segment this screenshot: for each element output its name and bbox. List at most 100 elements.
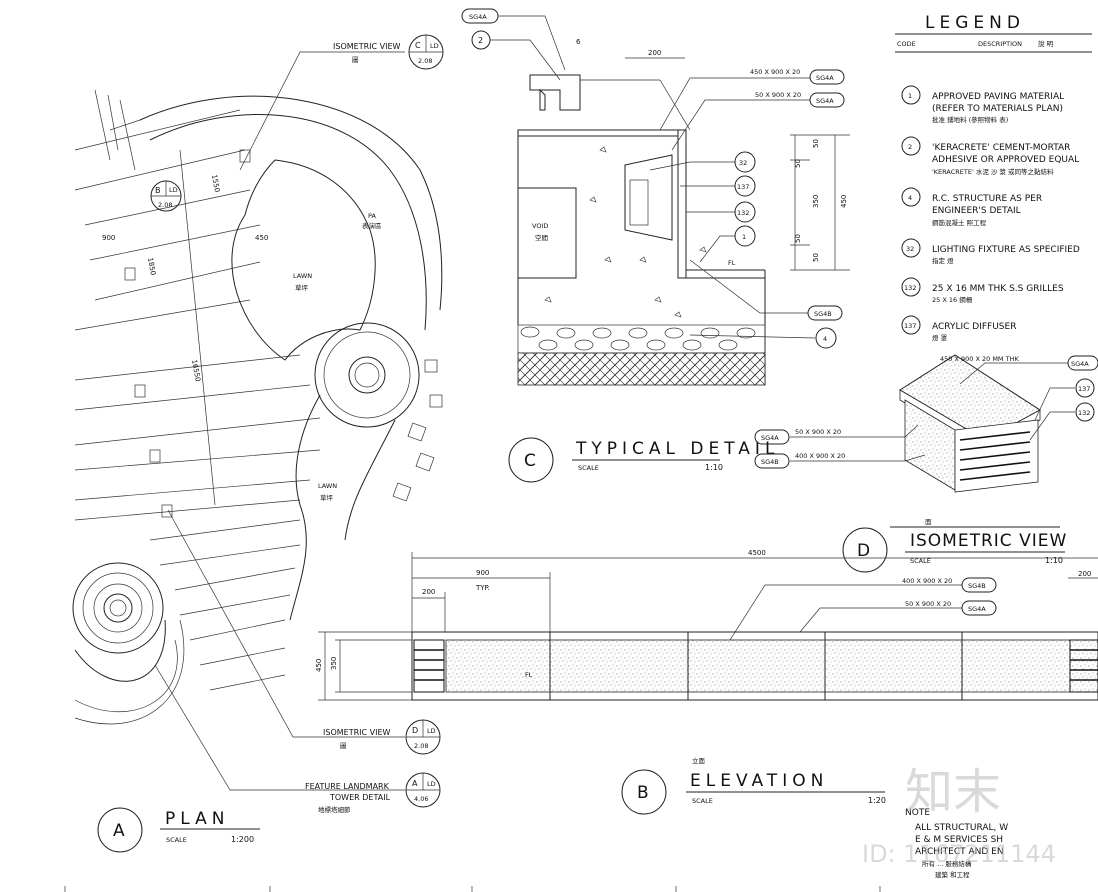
- elev-tag-sg4a[interactable]: SG4A: [961, 600, 997, 616]
- plan-landmark-callout[interactable]: FEATURE LANDMARK TOWER DETAIL 地標塔細節 A LD…: [154, 664, 441, 814]
- plan-landmark-tower: [72, 562, 185, 725]
- detail-tag-sg4b[interactable]: SG4B: [689, 259, 843, 321]
- plan-landmark-sheet: 4.06: [414, 795, 428, 803]
- iso-tag-sg4a-text: SG4A: [761, 434, 779, 442]
- plan-circle-feature: [314, 322, 420, 428]
- legend-item-132-text1: 25 X 16 MM THK S.S GRILLES: [932, 284, 1064, 294]
- plan-dim-line-16550: [179, 149, 216, 506]
- plan-paving-bands: [74, 89, 321, 691]
- plan-iso-top-id: C: [415, 41, 421, 50]
- notes-cn1: 所有 ... 服務結構: [922, 859, 972, 868]
- iso-d-marker: D: [857, 541, 875, 561]
- elev-dim-200: 200: [422, 588, 435, 596]
- sheet-bottom-ticks: [64, 886, 881, 892]
- elev-tag-sg4a-text: SG4A: [968, 605, 986, 613]
- legend-item-2-code: 2: [908, 143, 912, 151]
- legend-item-2-text2: ADHESIVE OR APPROVED EQUAL: [932, 155, 1079, 165]
- detail-tag-sg4a-1-text: SG4A: [816, 74, 834, 82]
- detail-void-label: VOID: [532, 222, 548, 230]
- plan-iso-top-cn: 圖: [352, 56, 359, 64]
- elev-right-grille: [1069, 639, 1098, 693]
- plan-title: PLAN: [165, 809, 229, 829]
- iso-tag-sg4a-top[interactable]: SG4A: [1067, 355, 1098, 371]
- iso-tag-sg4a[interactable]: SG4A: [754, 429, 790, 445]
- detail-aggregate: [544, 146, 707, 318]
- legend-item-1-code: 1: [908, 92, 912, 100]
- iso-d-title: ISOMETRIC VIEW: [910, 531, 1067, 551]
- legend-item-1-text2: (REFER TO MATERIALS PLAN): [932, 104, 1063, 114]
- elev-tag-sg4b-text: SG4B: [968, 582, 986, 590]
- detail-right-dims: [790, 134, 850, 271]
- plan-drawing: 16550 900 1850 450 1550 LAWN 草坪 PA 表演區 L…: [72, 34, 444, 853]
- iso-tag-132[interactable]: 132: [1029, 402, 1095, 441]
- legend-item-2-cn: 'KERACRETE' 水泥 沙 漿 或同等之黏結料: [932, 167, 1054, 176]
- watermark: 知末 ID: 1167211144: [862, 764, 1056, 868]
- elev-b-marker: B: [637, 783, 654, 803]
- plan-outer-arc: [149, 114, 427, 331]
- iso-tag-137[interactable]: 137: [1034, 378, 1095, 421]
- plan-lawn-cn: 草坪: [295, 283, 309, 292]
- detail-tag-4-text: 4: [823, 335, 827, 343]
- legend-item-32-text1: LIGHTING FIXTURE AS SPECIFIED: [932, 245, 1080, 255]
- plan-title-block: A PLAN SCALE 1:200: [97, 807, 260, 853]
- iso-d-cn: 面: [925, 518, 932, 526]
- plan-scale-label: SCALE: [166, 836, 187, 844]
- elev-tag-sg4b[interactable]: SG4B: [961, 577, 997, 593]
- iso-tag-sg4b[interactable]: SG4B: [754, 453, 790, 469]
- detail-tag-sg4a-top[interactable]: SG4A: [461, 8, 499, 24]
- legend-item-137-text1: ACRYLIC DIFFUSER: [932, 322, 1016, 332]
- legend-item-132: 132 25 X 16 MM THK S.S GRILLES 25 X 16 鋼…: [901, 277, 1064, 304]
- notes-panel: NOTE ALL STRUCTURAL, W E & M SERVICES SH…: [905, 808, 1008, 879]
- plan-landmark-cn: 地標塔細節: [318, 805, 351, 814]
- legend-title: LEGEND: [925, 13, 1025, 33]
- plan-callout-b[interactable]: B LD 2.08: [150, 180, 182, 212]
- plan-dim-16550: 16550: [190, 359, 202, 382]
- plan-iso-callout-top[interactable]: ISOMETRIC VIEW 圖 C LD 2.08: [239, 34, 444, 171]
- detail-earth: [517, 352, 766, 386]
- iso-d-scale-label: SCALE: [910, 557, 931, 565]
- iso-d-scale: 1:10: [1045, 556, 1063, 565]
- detail-tag-4[interactable]: 4: [689, 327, 837, 349]
- legend-item-1: 1 APPROVED PAVING MATERIAL (REFER TO MAT…: [901, 85, 1064, 124]
- plan-curve-right-2: [344, 419, 396, 541]
- plan-callout-b-id: B: [155, 186, 161, 195]
- detail-tag-2[interactable]: 2: [471, 30, 491, 50]
- detail-void-box: [517, 187, 577, 279]
- plan-outer-arc-2: [139, 95, 443, 311]
- detail-tag-1[interactable]: 1: [699, 225, 756, 263]
- detail-tag-sg4a-1[interactable]: SG4A: [809, 69, 845, 85]
- elev-dim-4500: 4500: [748, 549, 766, 557]
- legend-item-1-cn: 批准 鋪地料 (參照物料 表): [932, 115, 1008, 124]
- legend-item-4-text1: R.C. STRUCTURE AS PER: [932, 194, 1042, 204]
- iso-tag-sg4b-text: SG4B: [761, 458, 779, 466]
- legend-item-137-cn: 燈 罩: [932, 333, 948, 342]
- iso-tag-sg4a-top-text: SG4A: [1071, 360, 1089, 368]
- detail-c-scale-label: SCALE: [578, 464, 599, 472]
- detail-tag-137-text: 137: [737, 183, 749, 191]
- legend-item-4: 4 R.C. STRUCTURE AS PER ENGINEER'S DETAI…: [901, 187, 1042, 227]
- elev-dim-450: 450: [315, 659, 323, 672]
- plan-iso-callout-bottom[interactable]: ISOMETRIC VIEW 圖 D LD 2.08: [167, 509, 441, 755]
- detail-tag-sg4a-2[interactable]: SG4A: [809, 92, 845, 108]
- iso-grille-bars: [959, 431, 1031, 481]
- detail-tag-sg4b-text: SG4B: [814, 310, 832, 318]
- elev-b-title: ELEVATION: [690, 771, 828, 791]
- plan-iso-bot-cn: 圖: [340, 742, 347, 750]
- detail-tag-32-text: 32: [739, 159, 747, 167]
- legend-item-132-cn: 25 X 16 鋼柵: [932, 295, 973, 304]
- legend-item-137: 137 ACRYLIC DIFFUSER 燈 罩: [901, 315, 1016, 342]
- plan-iso-bot-sheet: 2.08: [414, 742, 428, 750]
- plan-pa-cn: 表演區: [362, 221, 382, 230]
- legend-col-desc: DESCRIPTION: [978, 40, 1022, 48]
- elev-left-grille: [413, 639, 445, 693]
- plan-iso-top-label: ISOMETRIC VIEW: [333, 42, 401, 51]
- notes-head: NOTE: [905, 808, 930, 818]
- detail-tag-137[interactable]: 137: [680, 175, 756, 197]
- notes-cn2: 建築 和工程: [935, 870, 970, 879]
- detail-tag-132[interactable]: 132: [686, 201, 756, 223]
- plan-pa-label: PA: [368, 212, 377, 220]
- elev-dim-900: 900: [476, 569, 489, 577]
- detail-tag-32[interactable]: 32: [649, 151, 756, 173]
- detail-c-title-block: C TYPICAL DETAIL SCALE 1:10: [508, 437, 774, 483]
